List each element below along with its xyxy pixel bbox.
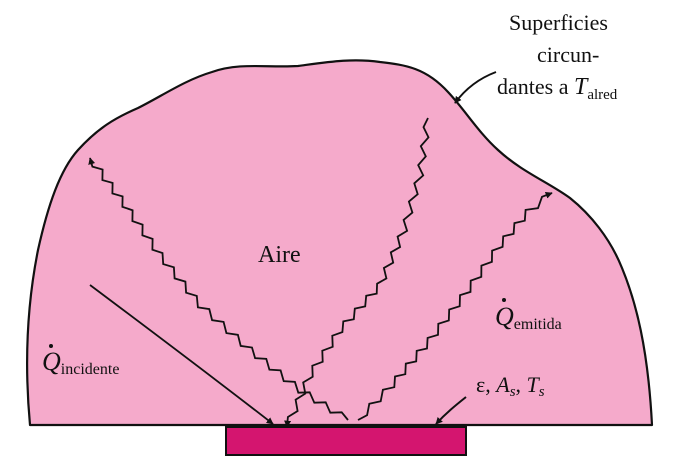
surroundings-leader-arrow xyxy=(455,72,496,103)
surroundings-label-line2: circun- xyxy=(537,42,599,67)
surroundings-label-line3: dantes a Talred xyxy=(497,74,618,103)
surroundings-label-line1: Superficies xyxy=(509,10,608,35)
air-label: Aire xyxy=(258,242,301,268)
surface-plate xyxy=(226,427,466,455)
enclosure-blob xyxy=(27,60,652,425)
